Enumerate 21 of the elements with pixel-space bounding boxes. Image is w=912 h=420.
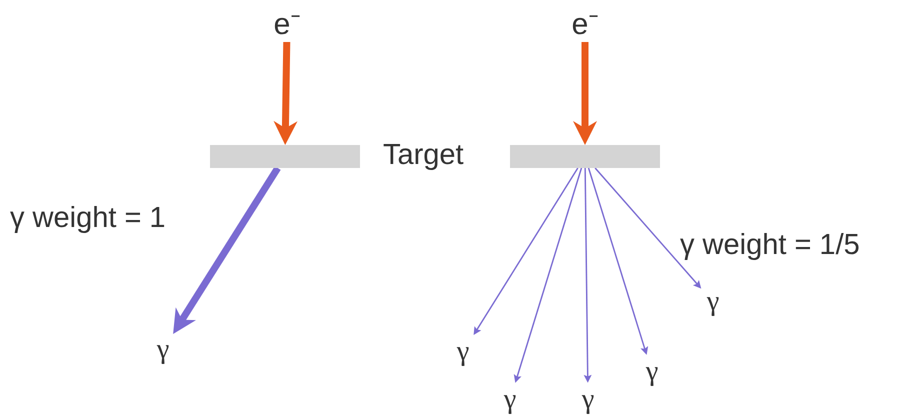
arrow [173,166,281,334]
weight-label: γ weight = 1/5 [680,231,860,260]
photon-symbol: γ [641,356,663,388]
arrow [584,168,592,383]
target-bar [210,145,360,168]
weight-label: γ weight = 1 [10,204,166,233]
photon-symbol: γ [702,286,724,318]
arrow [594,168,702,289]
arrow [514,168,582,383]
particle-symbol: e⁻ [568,8,602,42]
particle-symbol: e⁻ [270,8,304,42]
target-label: Target [383,141,464,170]
photon-symbol: γ [452,336,474,368]
arrow [573,42,597,145]
photon-symbol: γ [577,384,599,416]
arrow [274,42,298,145]
photon-symbol: γ [152,334,174,366]
arrow [588,168,648,355]
arrow [474,168,578,335]
photon-symbol: γ [499,384,521,416]
target-bar [510,145,660,168]
